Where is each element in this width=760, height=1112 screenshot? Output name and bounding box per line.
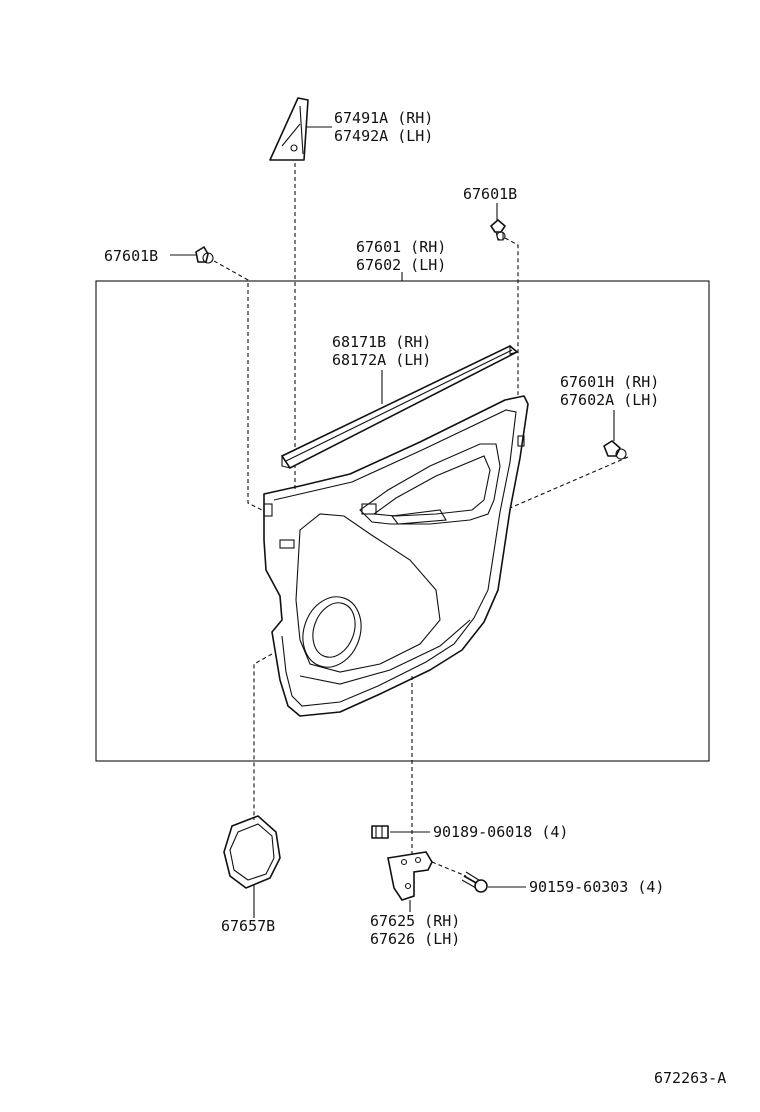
label-90189: 90189-06018 (4) [433,823,568,841]
label-67601b-top: 67601B [463,185,517,203]
bracket-part [387,851,433,901]
clip-left-part [195,246,214,264]
door-trim-panel [263,395,529,717]
belt-moulding-part [280,345,519,470]
speaker-cover-part [223,815,281,889]
label-67601b-left: 67601B [104,247,158,265]
dash-speaker [253,653,273,820]
label-67601: 67601 (RH)67602 (LH) [356,238,446,274]
label-67625: 67625 (RH)67626 (LH) [370,912,460,948]
dash-clip-right [509,456,629,509]
label-90159: 90159-60303 (4) [529,878,664,896]
label-68171: 68171B (RH)68172A (LH) [332,333,431,369]
clip-top-part [490,219,506,241]
label-67657: 67657B [221,917,275,935]
mirror-garnish-part [269,97,309,161]
figure-id: 672263-A [654,1069,726,1087]
dash-screw [431,861,467,877]
dash-clip-top [504,237,519,395]
dash-clip-left [213,260,263,511]
label-67491: 67491A (RH)67492A (LH) [334,109,433,145]
label-67601h: 67601H (RH)67602A (LH) [560,373,659,409]
clip-right-part [603,440,627,460]
clip-nut-part [371,825,389,839]
screw-part [461,871,488,893]
